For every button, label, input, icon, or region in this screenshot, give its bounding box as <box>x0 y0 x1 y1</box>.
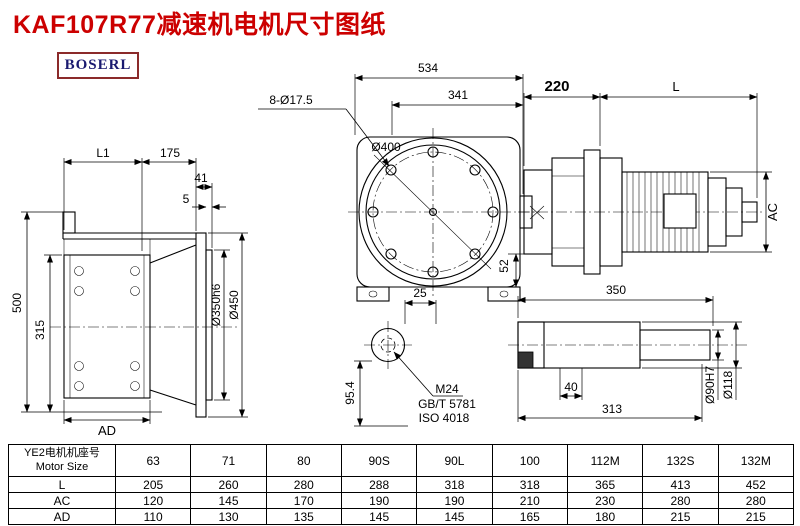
table-cell: 135 <box>265 508 342 525</box>
dim-341-label: 341 <box>448 88 468 102</box>
table-cell: 71 <box>190 444 267 477</box>
tapped-hole-circle <box>380 337 396 353</box>
dim-ac-label: AC <box>765 203 780 221</box>
table-row-AC: AC 120 145 170 190 190 210 230 280 280 <box>8 492 795 509</box>
dim-175-label: 175 <box>160 146 180 160</box>
motor-shaft-stub <box>741 201 758 223</box>
table-cell: 145 <box>416 508 493 525</box>
table-cell: 280 <box>717 492 795 509</box>
row-label: L <box>8 476 116 493</box>
foot-left <box>356 286 390 302</box>
motor-nameplate <box>663 193 697 229</box>
table-row-AD: AD 110 130 135 145 145 165 180 215 215 <box>8 508 795 525</box>
gearbox-side-view: L1 175 41 5 500 315 AD Ø350h6 <box>10 146 248 438</box>
table-cell: 205 <box>114 476 192 493</box>
shaft-key <box>517 351 534 369</box>
table-cell: 452 <box>717 476 795 493</box>
standard-gbt-label: GB/T 5781 <box>418 397 476 411</box>
gearbox-body-side <box>63 254 151 399</box>
dim-350-label: 350 <box>606 283 626 297</box>
row-label: AC <box>8 492 116 509</box>
table-cell: 112M <box>566 444 644 477</box>
dim-41-label: 41 <box>194 171 208 185</box>
table-cell: 120 <box>114 492 192 509</box>
table-cell: 165 <box>491 508 568 525</box>
table-cell: 413 <box>642 476 719 493</box>
table-cell: 132M <box>717 444 795 477</box>
table-cell: 215 <box>717 508 795 525</box>
dim-954-label: 95.4 <box>343 381 357 405</box>
table-cell: 100 <box>491 444 568 477</box>
table-cell: 90L <box>416 444 493 477</box>
dim-d118-label: Ø118 <box>721 370 735 399</box>
shaft-section-detail: 25 95.4 M24 GB/T 5781 ISO 4018 <box>343 286 476 427</box>
dim-5-label: 5 <box>183 192 190 206</box>
table-header-en: Motor Size <box>35 460 89 473</box>
torque-lug <box>62 211 76 234</box>
dim-500-label: 500 <box>10 293 24 313</box>
table-cell: 145 <box>340 508 418 525</box>
dim-220-label: 220 <box>544 78 569 95</box>
table-cell: 190 <box>416 492 493 509</box>
row-label: AD <box>8 508 116 525</box>
table-cell: 170 <box>265 492 342 509</box>
table-cell: 288 <box>340 476 418 493</box>
table-cell: 63 <box>114 444 192 477</box>
output-flange-side <box>195 232 207 418</box>
page-title: KAF107R77减速机电机尺寸图纸 <box>13 11 386 39</box>
gearbox-front-view: 534 341 8-Ø17.5 Ø400 52 <box>258 61 540 302</box>
dim-ad-label: AD <box>98 423 116 438</box>
table-cell: 90S <box>340 444 418 477</box>
table-header-motor-size: YE2电机机座号 Motor Size <box>8 444 116 477</box>
dim-313-label: 313 <box>602 402 622 416</box>
dim-d400-label: Ø400 <box>371 140 401 154</box>
dim-l-label: L <box>672 79 679 94</box>
dim-534-label: 534 <box>418 61 438 75</box>
thread-m24-label: M24 <box>435 382 459 396</box>
bolt-circle <box>372 151 494 273</box>
bolt-holes-side <box>74 266 140 391</box>
table-cell: 318 <box>491 476 568 493</box>
table-cell: 145 <box>190 492 267 509</box>
table-cell: 280 <box>265 476 342 493</box>
table-cell: 110 <box>114 508 192 525</box>
foot-right <box>487 286 521 302</box>
table-cell: 190 <box>340 492 418 509</box>
table-cell: 260 <box>190 476 267 493</box>
motor-size-table: YE2电机机座号 Motor Size 63 71 80 90S 90L 100… <box>8 444 795 525</box>
standard-iso-label: ISO 4018 <box>419 411 470 425</box>
dim-25-label: 25 <box>413 286 427 300</box>
table-cell: 318 <box>416 476 493 493</box>
brand-logo: BOSERL <box>57 52 139 79</box>
table-header-cn: YE2电机机座号 <box>24 446 100 459</box>
dim-315-label: 315 <box>33 320 47 340</box>
table-cell: 180 <box>566 508 644 525</box>
table-cell: 132S <box>642 444 719 477</box>
table-cell: 210 <box>491 492 568 509</box>
dim-d90-label: Ø90H7 <box>703 366 717 404</box>
dim-d350-label: Ø350h6 <box>209 283 223 326</box>
table-cell: 365 <box>566 476 644 493</box>
dim-d450-label: Ø450 <box>227 290 241 320</box>
flange-spigot <box>205 249 213 401</box>
table-cell: 230 <box>566 492 644 509</box>
table-cell: 130 <box>190 508 267 525</box>
table-cell: 215 <box>642 508 719 525</box>
dim-l1-label: L1 <box>96 146 110 160</box>
table-cell: 80 <box>265 444 342 477</box>
hollow-shaft-view: 350 40 313 Ø90H7 Ø118 <box>508 283 748 422</box>
table-header-row: YE2电机机座号 Motor Size 63 71 80 90S 90L 100… <box>8 444 795 477</box>
dim-40-label: 40 <box>564 380 578 394</box>
table-cell: 280 <box>642 492 719 509</box>
dim-bolt-holes-label: 8-Ø17.5 <box>269 93 313 107</box>
dim-52-label: 52 <box>497 259 511 273</box>
technical-drawing: L1 175 41 5 500 315 AD Ø350h6 <box>10 61 780 438</box>
motor-side-view: 220 L AC <box>518 78 780 275</box>
table-row-L: L 205 260 280 288 318 318 365 413 452 <box>8 476 795 493</box>
shaft-pilot-section <box>639 329 711 361</box>
